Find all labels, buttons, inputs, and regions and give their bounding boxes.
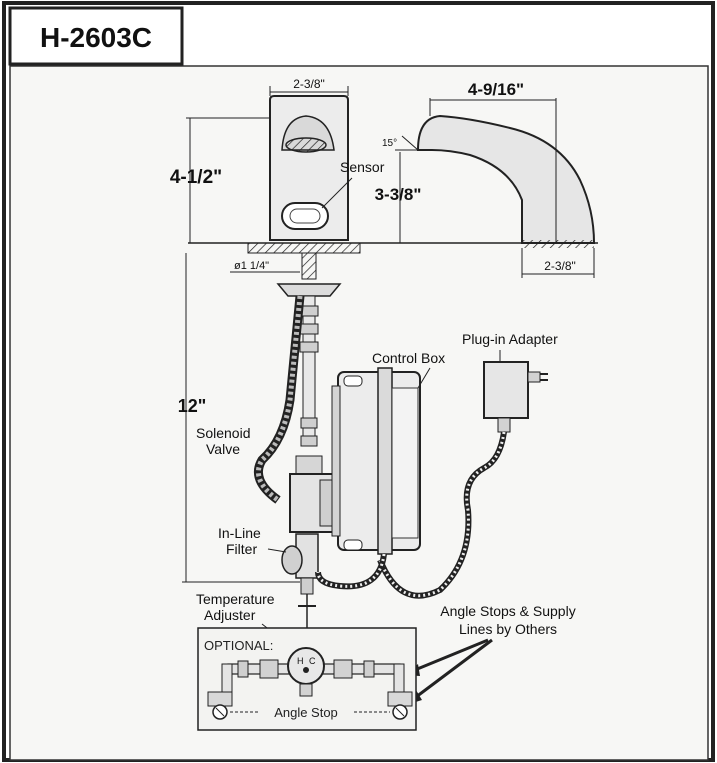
model-title-box: H-2603C <box>8 6 184 66</box>
sensor-window <box>281 202 329 230</box>
angle-stop-label: Angle Stop <box>274 705 338 720</box>
aerator-icon <box>285 137 327 153</box>
solenoid-valve <box>289 455 337 533</box>
svg-text:3-3/8": 3-3/8" <box>375 185 422 204</box>
dim-hole: ø1 1/4" <box>230 260 300 273</box>
mixing-valve: H C <box>287 647 325 697</box>
svg-text:15°: 15° <box>382 138 397 149</box>
filter-label-1: In-Line <box>218 525 261 541</box>
dim-reach: 4-9/16" <box>429 80 557 243</box>
solenoid-label-1: Solenoid <box>196 425 251 441</box>
control-box <box>331 367 421 555</box>
svg-text:C: C <box>309 656 316 666</box>
angle-stop-right <box>387 691 413 720</box>
svg-text:4-1/2": 4-1/2" <box>170 167 222 188</box>
deck-hatch <box>247 242 361 254</box>
model-number: H-2603C <box>40 22 152 53</box>
dim-base-width: 2-3/8" <box>521 248 595 278</box>
svg-text:2-3/8": 2-3/8" <box>544 259 576 273</box>
plug-in-adapter <box>483 361 548 433</box>
sensor-cable <box>315 553 387 590</box>
angle-stop-left <box>207 691 233 720</box>
inline-filter <box>281 533 319 595</box>
arrow-lower <box>411 638 493 702</box>
angle-stops-label-1: Angle Stops & Supply <box>440 603 575 619</box>
side-base-hatch <box>522 240 594 248</box>
threaded-shank <box>301 252 317 280</box>
svg-text:12": 12" <box>178 396 207 416</box>
solenoid-label-2: Valve <box>206 441 240 457</box>
dim-angle: 15° <box>382 135 432 151</box>
front-spout <box>269 95 349 241</box>
arrow-upper <box>409 638 489 674</box>
dim-supply-length: 12" <box>178 253 300 583</box>
mounting-bracket <box>276 283 342 297</box>
sensor-label: Sensor <box>340 159 385 175</box>
filter-label-2: Filter <box>226 541 257 557</box>
temp-label-1: Temperature <box>196 591 275 607</box>
adapter-label: Plug-in Adapter <box>462 331 558 347</box>
control-box-label: Control Box <box>372 350 445 366</box>
temp-label-2: Adjuster <box>204 607 256 623</box>
supply-tube <box>299 295 319 447</box>
optional-label: OPTIONAL: <box>204 638 273 653</box>
svg-text:2-3/8": 2-3/8" <box>293 77 325 91</box>
dim-top-width: 2-3/8" <box>269 77 349 96</box>
svg-text:H: H <box>297 656 304 666</box>
dim-height: 4-1/2" <box>170 117 270 243</box>
svg-text:ø1 1/4": ø1 1/4" <box>234 260 269 272</box>
dim-spout-height: 3-3/8" <box>375 152 422 243</box>
svg-text:4-9/16": 4-9/16" <box>468 80 524 99</box>
angle-stops-label-2: Lines by Others <box>459 621 557 637</box>
sensor-leader <box>321 177 353 209</box>
